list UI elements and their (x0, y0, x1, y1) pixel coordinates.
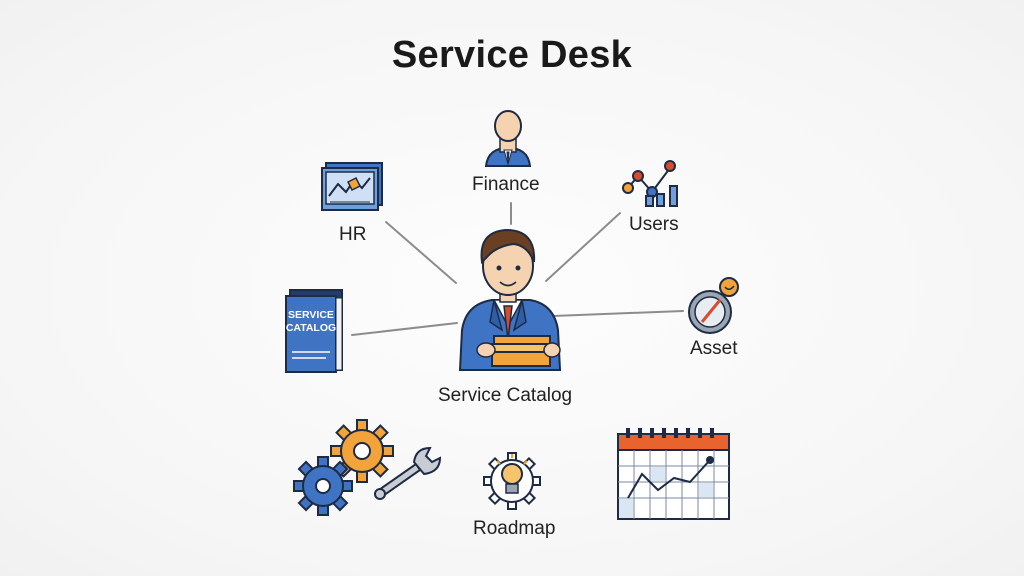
node-label-users: Users (629, 214, 679, 235)
agent-character-icon (458, 228, 562, 371)
node-label-asset: Asset (690, 338, 738, 359)
connector-service-catalog-book (351, 322, 458, 336)
users-network-icon (622, 160, 678, 207)
lightbulb-gear-icon (483, 452, 541, 510)
connector-asset (552, 310, 684, 317)
connector-users (545, 212, 621, 282)
connector-lines (351, 202, 684, 336)
node-label-finance: Finance (472, 174, 540, 195)
gears-wrench-icon (293, 419, 442, 516)
compass-gauge-icon (688, 277, 739, 334)
node-label-hr: HR (339, 224, 367, 245)
node-label-roadmap: Roadmap (473, 518, 556, 539)
calendar-chart-icon (617, 428, 730, 520)
book-title-line1: SERVICE (288, 309, 334, 321)
person-icon (484, 110, 532, 167)
node-label-service-catalog: Service Catalog (438, 385, 573, 406)
connector-hr (385, 221, 457, 284)
chart-board-icon (321, 162, 383, 211)
book-title-line2: CATALOG (286, 322, 336, 334)
service-catalog-book-icon (285, 289, 343, 373)
diagram-title: Service Desk (391, 34, 633, 76)
